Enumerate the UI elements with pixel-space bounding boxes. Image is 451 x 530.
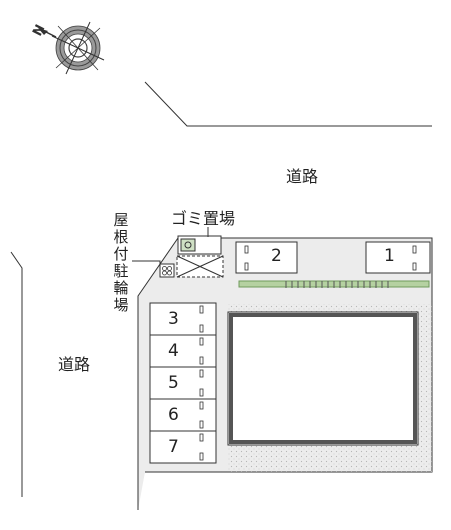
compass-icon: [38, 21, 105, 75]
parking-space-7-number: 7: [168, 437, 179, 457]
wheel-stop: [244, 245, 249, 254]
road-label-north: 道路: [286, 167, 319, 186]
parking-space-4-box: [149, 334, 217, 368]
bike-leader-line: [132, 260, 161, 268]
wheel-stop: [199, 401, 204, 410]
wheel-stop: [199, 388, 204, 397]
parking-space-1-box: [365, 241, 431, 274]
hedge-fence: [285, 281, 389, 288]
bike-parking-label: 屋 根 付 駐 輪 場: [113, 211, 129, 314]
building-wall: [229, 313, 417, 444]
parking-space-6-number: 6: [168, 405, 179, 425]
road-label-west: 道路: [58, 355, 91, 374]
wheel-stop: [199, 324, 204, 333]
wheel-stop: [244, 262, 249, 271]
parking-space-5-box: [149, 366, 217, 400]
compass-north-label: N: [30, 22, 48, 39]
garbage-icon: [180, 238, 196, 252]
wheel-stop: [199, 305, 204, 314]
parking-space-1-number: 1: [384, 246, 395, 266]
wheel-stop: [199, 369, 204, 378]
bike-icon: [159, 263, 175, 278]
parking-space-7-box: [149, 430, 217, 464]
wheel-stop: [199, 452, 204, 461]
wheel-stop: [199, 337, 204, 346]
wheel-stop: [412, 262, 417, 271]
parking-space-2-number: 2: [271, 246, 282, 266]
road-edge-west: [10, 251, 23, 497]
parking-space-4-number: 4: [168, 341, 179, 361]
parking-space-3-number: 3: [168, 309, 179, 329]
wheel-stop: [412, 245, 417, 254]
wheel-stop: [199, 420, 204, 429]
parking-space-3-box: [149, 302, 217, 336]
wheel-stop: [199, 433, 204, 442]
garbage-label: ゴミ置場: [171, 209, 236, 228]
parking-space-5-number: 5: [168, 373, 179, 393]
wheel-stop: [199, 356, 204, 365]
parking-space-6-box: [149, 398, 217, 432]
road-edge-north: [144, 81, 432, 127]
